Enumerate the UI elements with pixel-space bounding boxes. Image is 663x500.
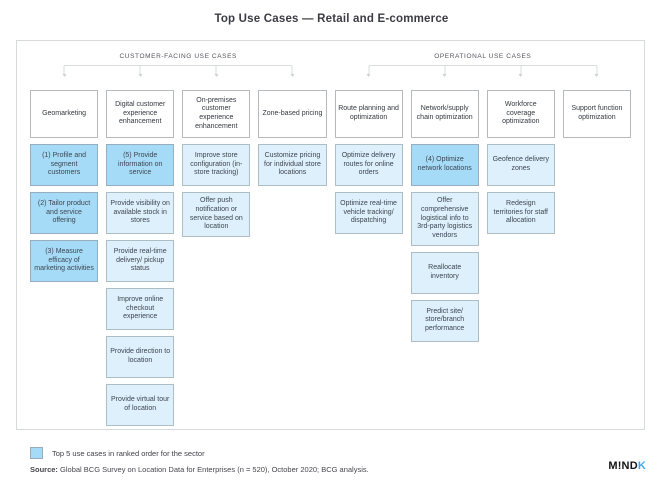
bracket-operational: [368, 65, 598, 77]
logo-black: M!ND: [608, 460, 638, 472]
use-case-box-top5: (3) Measure efficacy of marketing activi…: [30, 240, 99, 282]
use-case-box: Optimize delivery routes for online orde…: [334, 144, 403, 186]
logo-blue: K: [637, 460, 646, 472]
bracket-tick: [291, 66, 293, 74]
page-title: Top Use Cases — Retail and E-commerce: [214, 13, 449, 25]
use-case-box: Customize pricing for individual store l…: [258, 144, 327, 186]
bracket-tick: [368, 66, 370, 74]
group-headers-row: CUSTOMER-FACING USE CASES OPERATIONAL US…: [30, 53, 631, 90]
use-case-box-top5: (4) Optimize network locations: [410, 144, 479, 186]
use-case-box: Offer push notification or service based…: [182, 192, 251, 237]
use-case-box: Redesign territories for staff allocatio…: [486, 192, 555, 234]
group-customer-facing: CUSTOMER-FACING USE CASES: [30, 53, 327, 90]
bracket-tick: [444, 66, 446, 74]
use-case-box: Provide direction to location: [106, 336, 175, 378]
use-case-box-top5: (5) Provide information on service: [106, 144, 175, 186]
diagram-panel: CUSTOMER-FACING USE CASES OPERATIONAL US…: [16, 40, 645, 430]
use-case-box: Offer comprehensive logistical info to 3…: [410, 192, 479, 246]
legend-swatch: [30, 447, 43, 459]
column-8: Support function optimization: [562, 90, 631, 426]
legend-label: Top 5 use cases in ranked order for the …: [52, 448, 205, 458]
source-note: Source: Global BCG Survey on Location Da…: [30, 465, 369, 474]
column-1: Geomarketing (1) Profile and segment cust…: [30, 90, 99, 426]
source-prefix: Source:: [30, 465, 58, 474]
use-case-box: Provide real-time delivery/ pickup statu…: [106, 240, 175, 282]
bracket-customer-facing: [63, 65, 293, 77]
column-3: On-premises customer experience enhancem…: [182, 90, 251, 426]
column-header: Route planning and optimization: [334, 90, 403, 138]
group-operational: OPERATIONAL USE CASES: [335, 53, 632, 90]
column-header: On-premises customer experience enhancem…: [182, 90, 251, 138]
use-case-box: Optimize real-time vehicle tracking/ dis…: [334, 192, 403, 234]
column-6: Network/supply chain optimization (4) Opt…: [410, 90, 479, 426]
bracket-tick: [596, 66, 598, 74]
use-case-box-top5: (1) Profile and segment customers: [30, 144, 99, 186]
use-case-box: Geofence delivery zones: [486, 144, 555, 186]
column-header: Geomarketing: [30, 90, 99, 138]
use-case-box: Improve store configuration (in-store tr…: [182, 144, 251, 186]
source-text: Global BCG Survey on Location Data for E…: [57, 465, 369, 474]
use-case-box: Provide virtual tour of location: [106, 384, 175, 426]
use-case-box: Provide visibility on available stock in…: [106, 192, 175, 234]
bracket-tick: [139, 66, 141, 74]
use-case-box: Predict site/ store/branch performance: [410, 299, 479, 342]
bracket-tick: [63, 66, 65, 74]
group-label-operational: OPERATIONAL USE CASES: [434, 53, 532, 60]
use-case-box: Improve online checkout experience: [106, 288, 175, 330]
column-header: Network/supply chain optimization: [410, 90, 479, 138]
group-label-customer-facing: CUSTOMER-FACING USE CASES: [119, 53, 237, 60]
column-header: Support function optimization: [562, 90, 631, 138]
bracket-tick: [215, 66, 217, 74]
column-header: Workforce coverage optimization: [486, 90, 555, 138]
diagram-grid: Geomarketing (1) Profile and segment cust…: [30, 90, 631, 426]
bracket-tick: [520, 66, 522, 74]
column-header: Zone-based pricing: [258, 90, 327, 138]
use-case-box-top5: (2) Tailor product and service offering: [30, 192, 99, 234]
legend: Top 5 use cases in ranked order for the …: [30, 447, 205, 459]
mindk-logo: M!NDK: [608, 460, 646, 472]
use-case-box: Reallocate inventory: [410, 251, 479, 294]
column-header: Digital customer experience enhancement: [106, 90, 175, 138]
column-2: Digital customer experience enhancement (…: [106, 90, 175, 426]
